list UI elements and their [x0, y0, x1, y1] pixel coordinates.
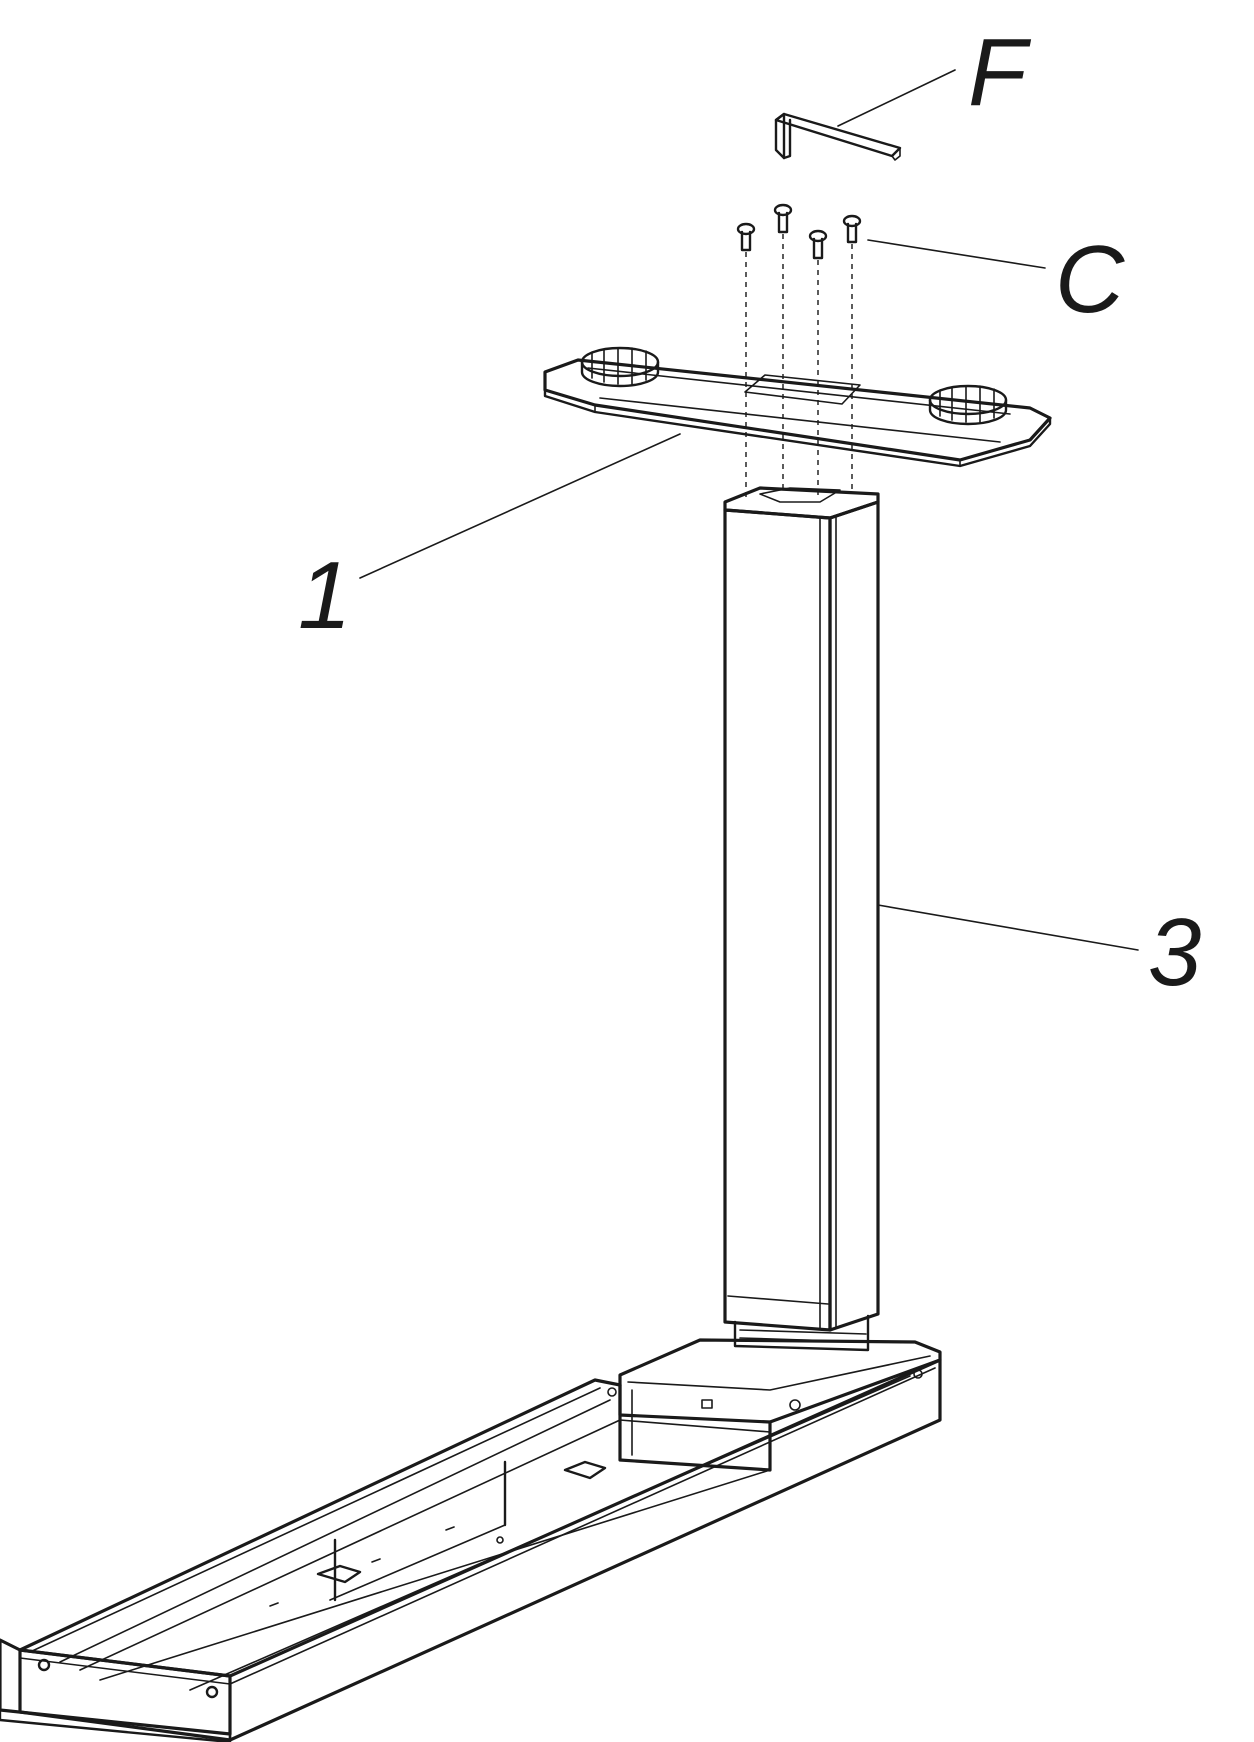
callout-3: 3 [877, 899, 1201, 1006]
callout-f-leader [837, 69, 956, 127]
callout-1: 1 [298, 433, 681, 649]
screw-hole-icon [37, 1658, 51, 1672]
screw-icon [773, 203, 793, 234]
screws-c [736, 203, 862, 500]
callout-3-label: 3 [1148, 899, 1201, 1006]
screw-icon [842, 214, 862, 244]
callout-c-label: C [1055, 226, 1125, 333]
callout-f-label: F [968, 19, 1032, 126]
callout-c-leader [867, 239, 1046, 269]
screw-hole-icon [607, 1387, 617, 1397]
callout-1-leader [359, 433, 681, 579]
callout-3-leader [877, 904, 1139, 951]
hex-key-icon [774, 112, 902, 161]
callout-1-label: 1 [298, 542, 351, 649]
callout-c: C [867, 226, 1125, 333]
base-foot [0, 1338, 942, 1742]
screw-hole-icon [913, 1369, 923, 1379]
screw-hole-icon [205, 1685, 219, 1699]
lifting-column [723, 486, 880, 1352]
screw-hole-icon [496, 1536, 504, 1544]
top-bracket [543, 346, 1052, 468]
screw-hole-icon [789, 1399, 801, 1411]
adjuster-knob-icon [928, 384, 1008, 426]
screw-icon [808, 229, 828, 260]
callout-f: F [837, 19, 1032, 127]
screw-icon [736, 222, 756, 252]
adjuster-knob-icon [580, 346, 660, 388]
